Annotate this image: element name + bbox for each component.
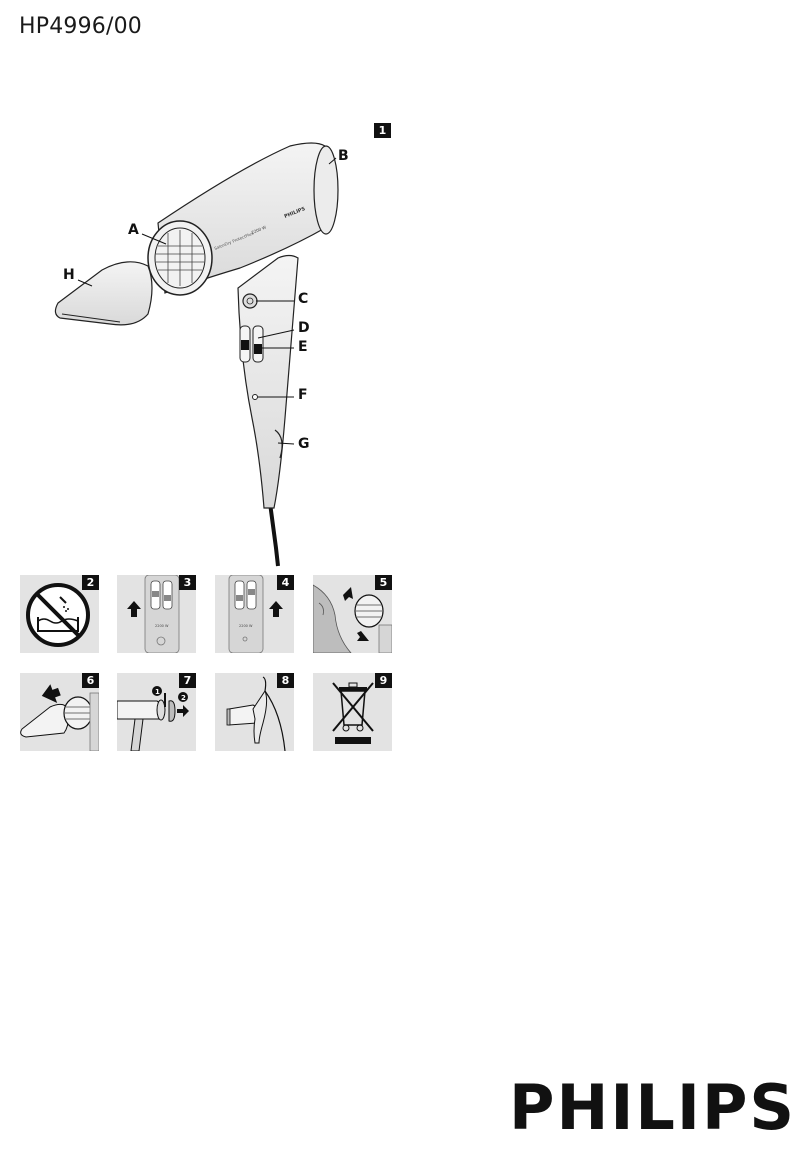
panel-2-no-water: 2: [20, 575, 99, 653]
figure-number-badge: 1: [374, 123, 391, 138]
panel-8-hang-dryer: 8: [215, 673, 294, 751]
callout-e: E: [298, 339, 308, 355]
callout-g: G: [298, 436, 310, 452]
switch-up-arrow-icon: 2200 W: [127, 575, 180, 653]
panel-number-badge: 3: [179, 575, 196, 590]
figure-1-dryer-overview: 1 PHILIPS 2200 W: [40, 118, 400, 568]
remove-filter-icon: 1 2: [117, 686, 189, 751]
switch-up-arrow-icon: 2200 W: [228, 575, 283, 653]
panel-number-badge: 4: [277, 575, 294, 590]
panel-4-switch-up: 2200 W 4: [215, 575, 294, 653]
panel-3-switch-up: 2200 W 3: [117, 575, 196, 653]
svg-text:2: 2: [181, 694, 186, 702]
panel-number-badge: 9: [375, 673, 392, 688]
panel-wattage-text: 2200 W: [239, 624, 253, 628]
hang-by-loop-icon: [226, 676, 286, 751]
panel-5-airflow: 5: [313, 575, 392, 653]
no-water-bath-icon: [26, 583, 90, 647]
callout-c: C: [298, 291, 309, 307]
model-number: HP4996/00: [19, 14, 143, 39]
svg-text:1: 1: [155, 688, 160, 696]
panel-number-badge: 8: [277, 673, 294, 688]
panel-6-attach-nozzle: 6: [20, 673, 99, 751]
callout-h: H: [63, 267, 75, 283]
panel-9-recycling: 9: [313, 673, 392, 751]
panel-number-badge: 6: [82, 673, 99, 688]
callout-b: B: [338, 148, 349, 164]
attach-concentrator-icon: [20, 684, 99, 751]
airflow-direction-icon: [313, 584, 392, 653]
crossed-bin-icon: [332, 682, 374, 744]
philips-logo: PHILIPS: [509, 1071, 797, 1144]
panel-number-badge: 5: [375, 575, 392, 590]
panel-wattage-text: 2200 W: [155, 624, 169, 628]
panel-number-badge: 2: [82, 575, 99, 590]
callout-f: F: [298, 387, 308, 403]
device-wattage-text: 2200 W: [251, 225, 267, 235]
callout-d: D: [298, 320, 310, 336]
callout-a: A: [128, 222, 139, 238]
panel-number-badge: 7: [179, 673, 196, 688]
panel-7-remove-filter: 1 2 7: [117, 673, 196, 751]
hair-dryer-illustration: PHILIPS 2200 W SalonDry ProtectPlus: [54, 142, 339, 567]
